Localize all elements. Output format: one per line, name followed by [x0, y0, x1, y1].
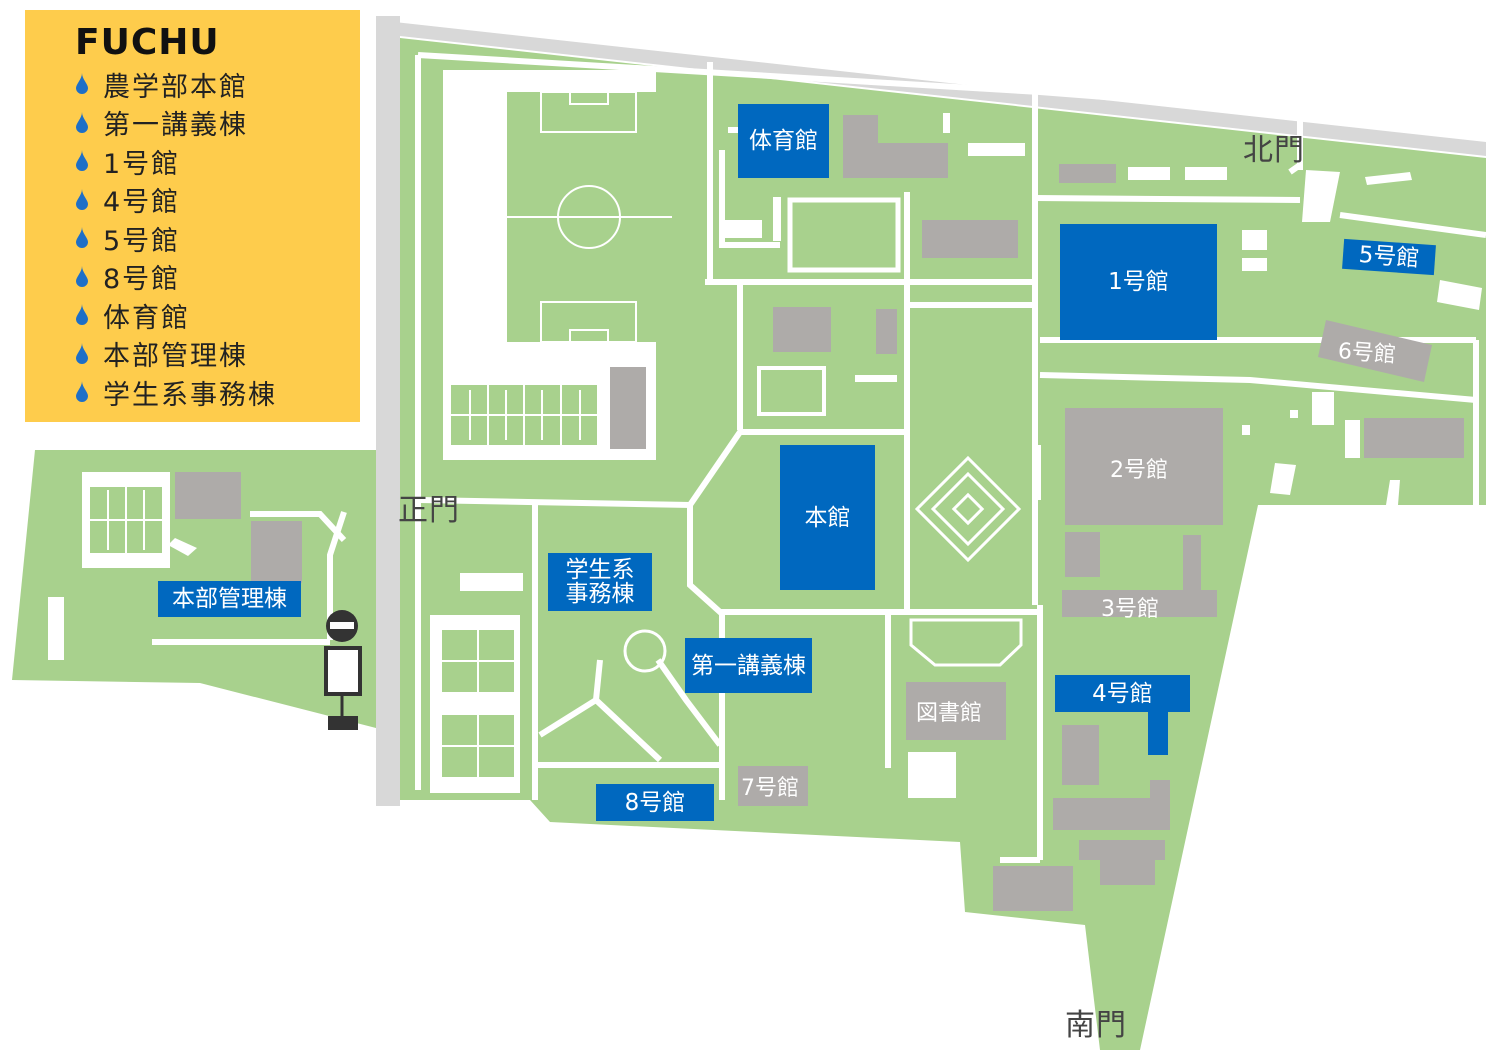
- legend-item[interactable]: 第一講義棟: [75, 104, 360, 143]
- water-drop-icon: [76, 304, 88, 326]
- building-student-affairs-label[interactable]: 学生系 事務棟: [548, 553, 652, 611]
- legend-item-label: 4号館: [103, 187, 181, 219]
- highlighted-buildings: [780, 224, 1217, 755]
- legend-item-label: 1号館: [103, 148, 181, 180]
- building-2-label[interactable]: 2号館: [1110, 458, 1168, 483]
- building-honkan-label[interactable]: 本館: [804, 505, 851, 531]
- signpost-icon: [324, 610, 362, 730]
- building-6-label[interactable]: 6号館: [1337, 339, 1397, 368]
- legend-item-label: 5号館: [103, 225, 181, 257]
- baseball-field: [909, 455, 1023, 667]
- water-drop-icon: [76, 111, 88, 133]
- legend-item-label: 体育館: [103, 302, 190, 334]
- library-label[interactable]: 図書館: [916, 701, 983, 726]
- legend-item[interactable]: 学生系事務棟: [75, 373, 360, 412]
- legend-item[interactable]: 4号館: [75, 181, 360, 220]
- student-affairs-line1: 学生系: [565, 557, 635, 583]
- student-affairs-line2: 事務棟: [565, 581, 635, 607]
- south-gate-label: 南門: [1065, 1008, 1127, 1043]
- building-7-label[interactable]: 7号館: [741, 776, 799, 801]
- legend-item-label: 第一講義棟: [103, 110, 248, 142]
- legend-title: FUCHU: [75, 22, 220, 63]
- tennis-courts-south: [430, 573, 523, 793]
- water-drop-icon: [76, 150, 88, 172]
- legend-item-label: 学生系事務棟: [103, 379, 277, 411]
- building-4-label[interactable]: 4号館: [1092, 680, 1153, 707]
- main-gate-label: 正門: [398, 493, 460, 528]
- water-drop-icon: [76, 381, 88, 403]
- legend-item[interactable]: 8号館: [75, 258, 360, 297]
- tennis-courts-west: [82, 472, 170, 568]
- legend-item[interactable]: 本部管理棟: [75, 335, 360, 374]
- legend-item[interactable]: 5号館: [75, 219, 360, 258]
- small-white-blocks: [48, 113, 1482, 798]
- legend-item[interactable]: 体育館: [75, 296, 360, 335]
- legend-item[interactable]: 農学部本館: [75, 65, 360, 104]
- legend-panel: FUCHU 農学部本館第一講義棟 1号館 4号館 5号館 8号館体育館本部管理棟学生系事…: [25, 10, 360, 422]
- building-5-label[interactable]: 5号館: [1342, 238, 1436, 276]
- building-1-label[interactable]: 1号館: [1108, 269, 1169, 295]
- legend-list: 農学部本館第一講義棟 1号館 4号館 5号館 8号館体育館本部管理棟学生系事務棟: [75, 65, 360, 412]
- building-gym-label[interactable]: 体育館: [738, 104, 829, 178]
- legend-item-label: 農学部本館: [103, 71, 248, 103]
- building-3-label[interactable]: 3号館: [1101, 597, 1159, 622]
- water-drop-icon: [76, 227, 88, 249]
- water-drop-icon: [76, 342, 88, 364]
- legend-item-label: 8号館: [103, 264, 181, 296]
- water-drop-icon: [76, 265, 88, 287]
- legend-item-label: 本部管理棟: [103, 341, 248, 373]
- legend-item[interactable]: 1号館: [75, 142, 360, 181]
- building-lecture1-label[interactable]: 第一講義棟: [685, 638, 812, 693]
- water-drop-icon: [76, 73, 88, 95]
- water-drop-icon: [76, 188, 88, 210]
- gray-buildings: [175, 115, 1464, 911]
- building-8-label[interactable]: 8号館: [596, 784, 714, 821]
- campus-paths: [152, 52, 1486, 863]
- building-honbu-label[interactable]: 本部管理棟: [158, 581, 301, 617]
- north-gate-label: 北門: [1243, 133, 1305, 168]
- sports-complex: [443, 70, 672, 460]
